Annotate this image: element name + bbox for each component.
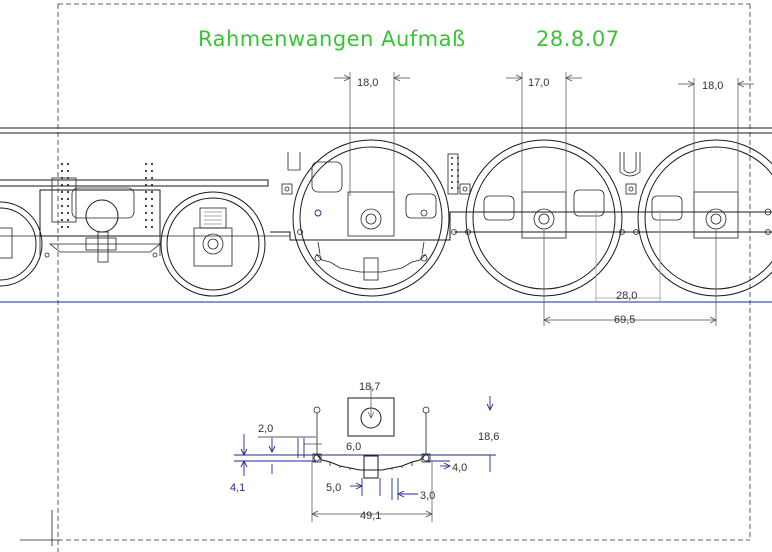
rivet-dot — [66, 169, 70, 173]
dim-3-0: 3,0 — [420, 490, 435, 502]
detail-view — [312, 386, 431, 479]
rivet-dot — [144, 162, 148, 166]
frame-brackets — [281, 152, 641, 195]
rivet-dot — [451, 169, 453, 171]
rivet-dot — [66, 190, 70, 194]
rivet-dot — [150, 169, 154, 173]
rivet-dot — [150, 204, 154, 208]
rivet-dot — [60, 211, 64, 215]
rivet-dot — [66, 218, 70, 222]
rivet-dot — [150, 162, 154, 166]
driving-wheel-3 — [637, 139, 772, 297]
rivet-dot — [150, 218, 154, 222]
title-subject: Rahmenwangen Aufmaß — [198, 27, 466, 51]
rivet-dot — [451, 181, 453, 183]
rivet-dot — [451, 187, 453, 189]
dim-18-0-a: 18,0 — [357, 77, 378, 89]
rivet-dot — [150, 197, 154, 201]
dim-2-0: 2,0 — [258, 423, 273, 435]
rivet-dot — [60, 176, 64, 180]
rivet-dot — [60, 162, 64, 166]
rivet-dot — [66, 176, 70, 180]
rivet-dot — [144, 211, 148, 215]
driving-wheel-1 — [292, 139, 450, 297]
rivet-dot — [451, 157, 453, 159]
rivet-dot — [451, 163, 453, 165]
rivet-dot — [144, 176, 148, 180]
rivet-dot — [60, 218, 64, 222]
rivet-dot — [451, 175, 453, 177]
rivet-dot — [144, 169, 148, 173]
sheet-border — [20, 3, 751, 552]
rivet-dot — [150, 211, 154, 215]
title-date: 28.8.07 — [536, 27, 620, 51]
rivet-dot — [144, 218, 148, 222]
detail-dimensions — [234, 396, 496, 522]
rivet-dot — [144, 183, 148, 187]
dim-18-7: 18,7 — [359, 381, 380, 393]
rivet-rows — [60, 157, 459, 229]
bogie-wheel-left — [0, 201, 43, 287]
dim-5-0: 5,0 — [326, 482, 341, 494]
top-dimensions — [334, 72, 754, 326]
rivet-dot — [150, 225, 154, 229]
rivet-dot — [60, 183, 64, 187]
dim-17-0: 17,0 — [528, 77, 549, 89]
rivet-dot — [144, 204, 148, 208]
rivet-dot — [150, 183, 154, 187]
rivet-dot — [150, 176, 154, 180]
dim-18-0-b: 18,0 — [702, 80, 723, 92]
rivet-dot — [60, 190, 64, 194]
rivet-dot — [66, 211, 70, 215]
dim-4-1: 4,1 — [230, 482, 245, 494]
rivet-dot — [144, 225, 148, 229]
rivet-dot — [66, 225, 70, 229]
rivet-dot — [60, 169, 64, 173]
rivet-dot — [66, 204, 70, 208]
rivet-dot — [66, 197, 70, 201]
rivet-dot — [144, 197, 148, 201]
frame-outline — [0, 127, 772, 303]
rivet-dot — [60, 197, 64, 201]
rivet-dot — [66, 162, 70, 166]
dim-4-0: 4,0 — [452, 462, 467, 474]
rivet-dot — [60, 204, 64, 208]
rivet-dot — [150, 190, 154, 194]
dim-6-0: 6,0 — [346, 441, 361, 453]
bogie-wheel-right — [160, 191, 266, 297]
rivet-dot — [60, 225, 64, 229]
dim-49-1: 49,1 — [360, 510, 381, 522]
bogie-frame — [39, 177, 162, 263]
dim-28-0: 28,0 — [616, 290, 637, 302]
rivet-dot — [144, 190, 148, 194]
rivet-dot — [66, 183, 70, 187]
frame-pins — [297, 229, 771, 235]
dim-69-5: 69,5 — [614, 314, 635, 326]
dim-18-6: 18,6 — [478, 431, 499, 443]
